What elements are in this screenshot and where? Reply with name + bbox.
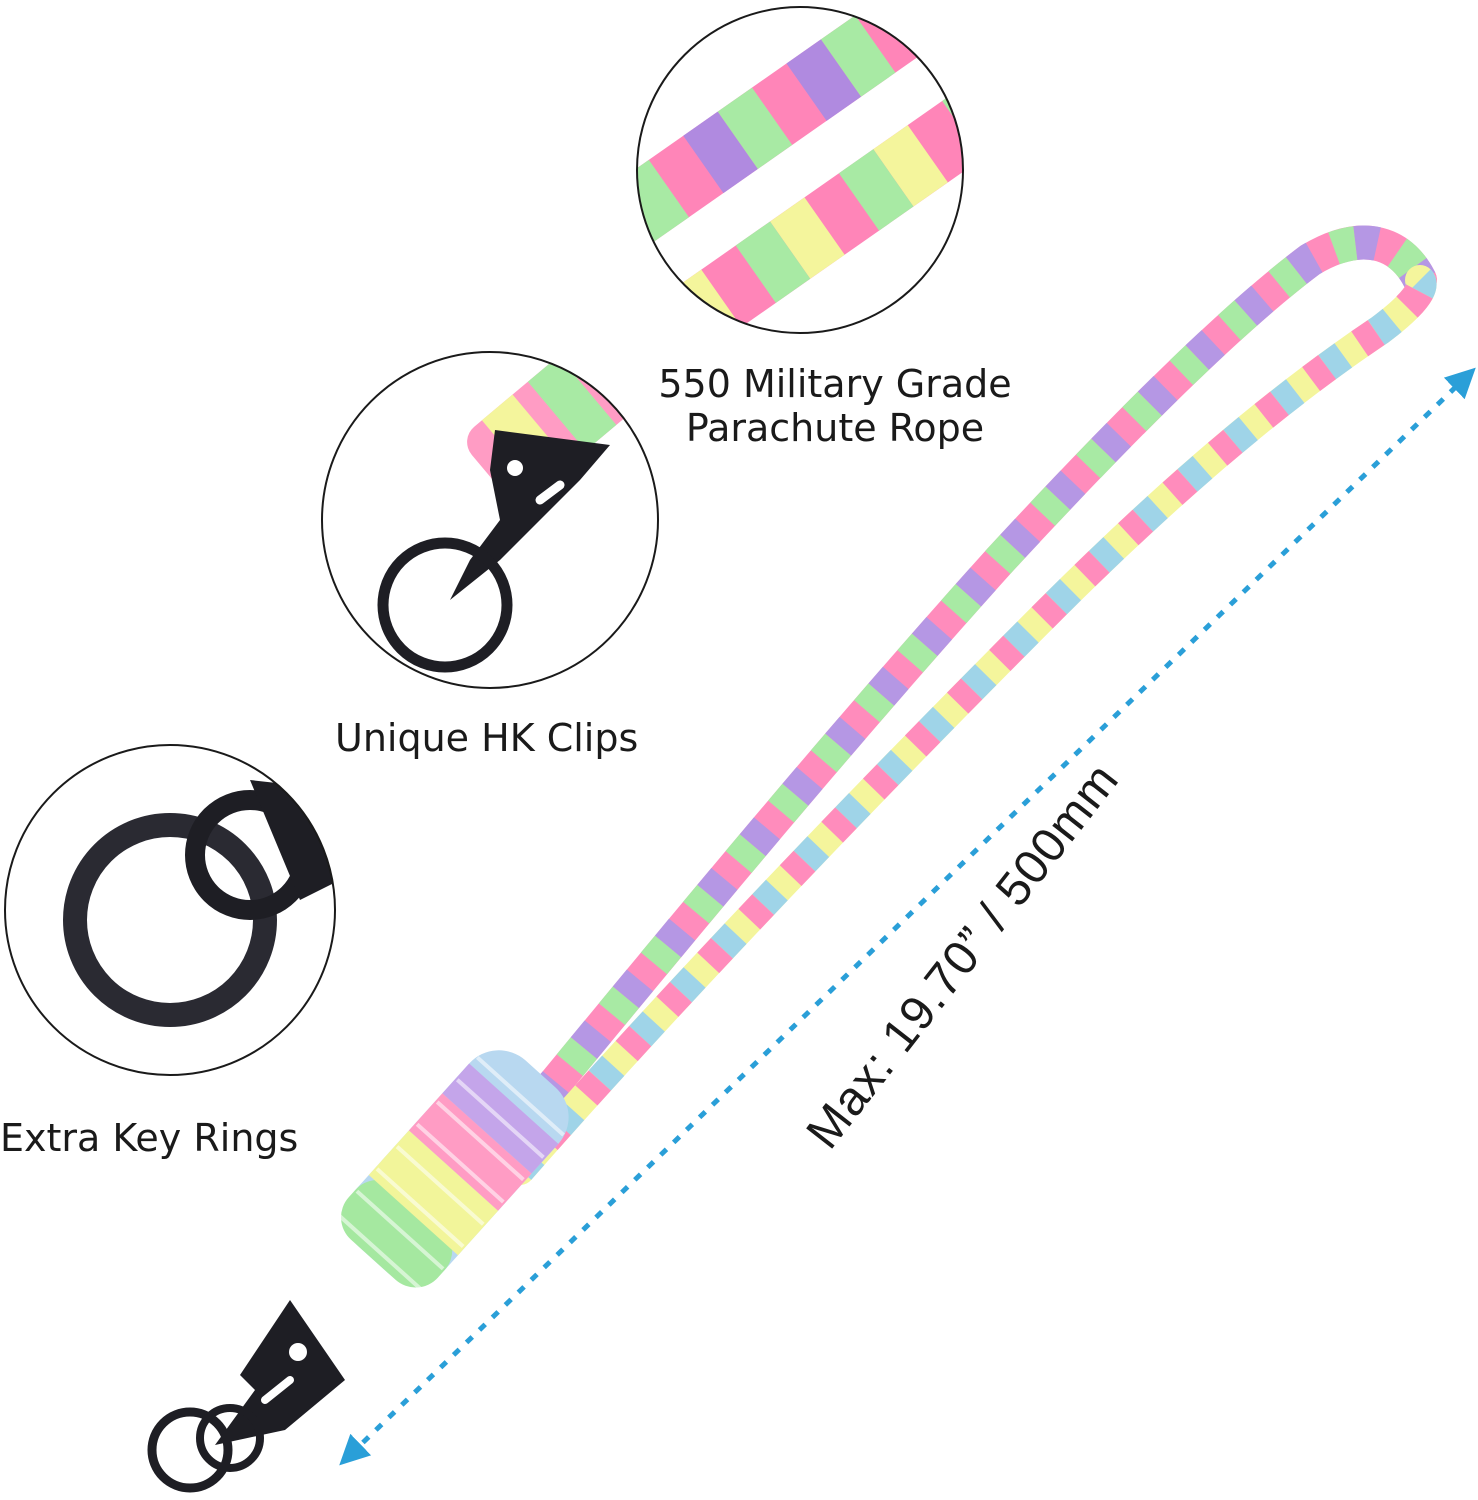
rope-detail-circle	[636, 6, 964, 334]
hk-clip-icon	[215, 1300, 345, 1445]
clip-detail-circle	[321, 351, 659, 689]
rings-caption: Extra Key Rings	[0, 1116, 299, 1160]
double-arrow-icon	[339, 367, 1476, 1466]
clips-caption: Unique HK Clips	[335, 716, 639, 760]
rope-caption-line2: Parachute Rope	[685, 406, 985, 450]
rings-detail-circle	[4, 744, 336, 1076]
rope-caption: 550 Military Grade Parachute Rope	[640, 362, 1030, 450]
rope-caption-line1: 550 Military Grade	[658, 362, 1012, 406]
key-ring-icon	[147, 1404, 264, 1493]
